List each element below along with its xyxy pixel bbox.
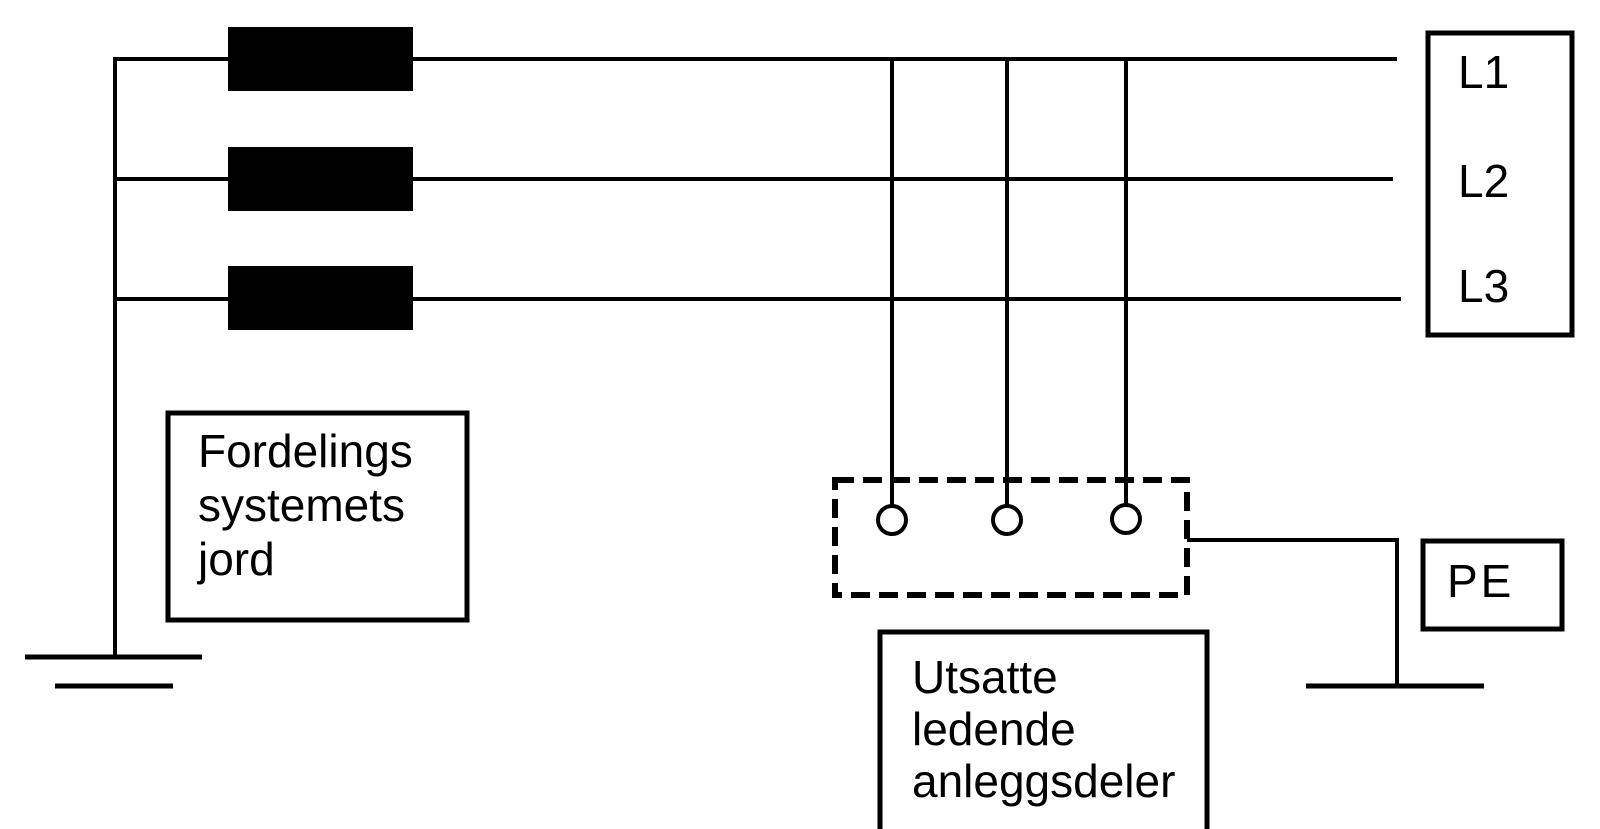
distribution-earth-label-box bbox=[165, 410, 470, 623]
phase-label-l3: L3 bbox=[1458, 260, 1509, 312]
distribution-earth-label-line-3: jord bbox=[196, 533, 275, 585]
pe-terminal-box bbox=[1420, 538, 1565, 632]
exposed-parts-label-line-2: ledende bbox=[912, 703, 1076, 755]
distribution-earth-label-line-2: systemets bbox=[198, 479, 405, 531]
distribution-earth-label-line-1: Fordelings bbox=[198, 425, 413, 477]
labels: L1 L2 L3 PE Fordelings systemets jord Ut… bbox=[196, 46, 1514, 807]
terminal-circle-3 bbox=[1110, 503, 1142, 535]
terminal-circle-2 bbox=[991, 504, 1023, 536]
exposed-parts-label-box bbox=[877, 629, 1210, 829]
source-windings bbox=[228, 27, 413, 330]
label-boxes bbox=[165, 30, 1575, 829]
pe-conductor-line bbox=[1187, 538, 1399, 686]
phase-label-l1: L1 bbox=[1458, 46, 1509, 98]
winding-l2 bbox=[228, 147, 413, 211]
winding-l1 bbox=[228, 27, 413, 91]
terminal-circle-1 bbox=[876, 504, 908, 536]
exposed-parts-label-line-1: Utsatte bbox=[912, 651, 1058, 703]
phase-label-l2: L2 bbox=[1458, 155, 1509, 207]
exposed-parts-label-line-3: anleggsdeler bbox=[912, 755, 1175, 807]
phase-terminal-box bbox=[1425, 30, 1575, 338]
pe-label: PE bbox=[1447, 555, 1514, 607]
exposed-parts-dashed-enclosure bbox=[832, 477, 1190, 598]
winding-l3 bbox=[228, 266, 413, 330]
